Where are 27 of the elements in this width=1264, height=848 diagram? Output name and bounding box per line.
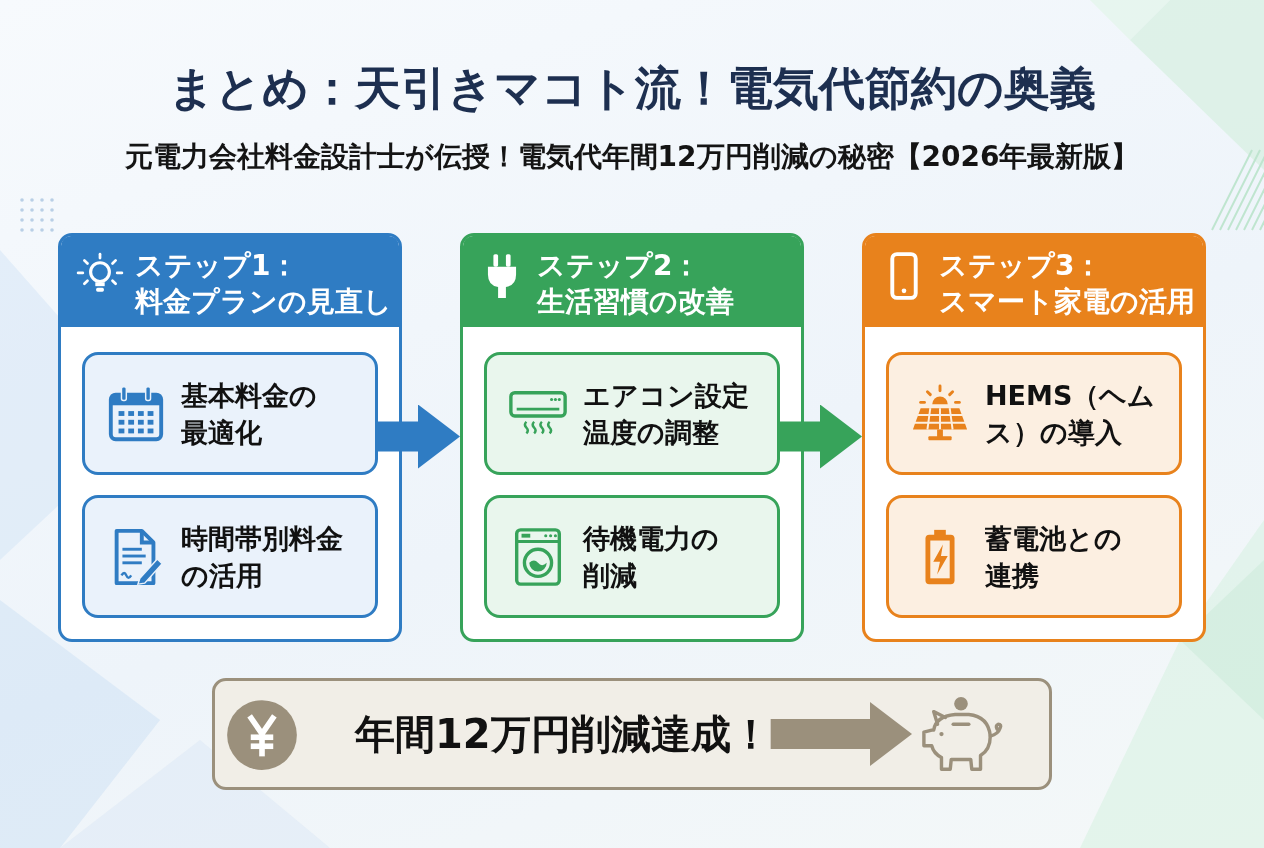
arrow: [780, 404, 862, 469]
item-text: エアコン設定温度の調整: [583, 378, 750, 450]
arrow: [378, 404, 460, 469]
item-card: [484, 352, 780, 475]
item-text: 基本料金の最適化: [181, 378, 318, 450]
item-text: 待機電力の削減: [583, 521, 720, 593]
item-text: 時間帯別料金の活用: [181, 521, 344, 593]
item-card: [484, 495, 780, 618]
arrow: [770, 702, 912, 766]
item-card: [886, 495, 1182, 618]
result-banner: [212, 678, 1052, 790]
step-panel: [862, 233, 1206, 642]
item-text: 蓄電池との連携: [985, 521, 1123, 593]
item-card: [82, 352, 378, 475]
step-panel: [460, 233, 804, 642]
result-text: 年間12万円削減達成！: [355, 710, 771, 758]
step-label: ステップ2：: [537, 248, 702, 284]
item-text: HEMS（ヘムス）の導入: [985, 378, 1157, 450]
step-title: スマート家電の活用: [939, 284, 1196, 320]
step-title: 生活習慣の改善: [537, 284, 735, 320]
step-title: 料金プランの見直し: [135, 284, 393, 320]
title: まとめ：天引きマコト流！電気代節約の奥義: [167, 60, 1097, 117]
item-card: [886, 352, 1182, 475]
step-label: ステップ3：: [939, 248, 1104, 284]
subtitle: 元電力会社料金設計士が伝授！電気代年間12万円削減の秘密【2026年最新版】: [123, 139, 1141, 175]
item-card: [82, 495, 378, 618]
step-label: ステップ1：: [135, 248, 300, 284]
